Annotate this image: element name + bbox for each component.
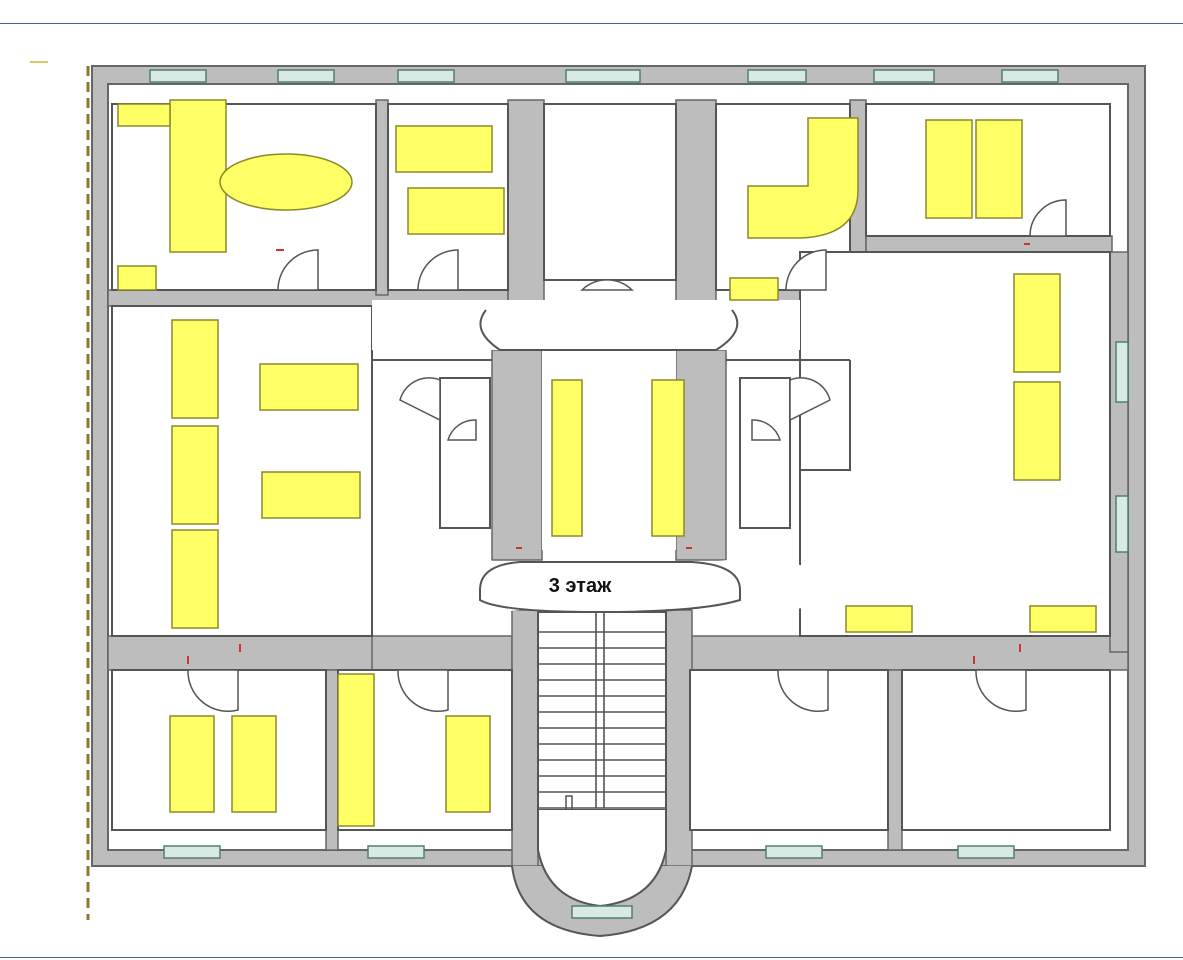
cabinet <box>117 265 157 291</box>
desk <box>171 319 219 419</box>
bottom-rule <box>0 957 1183 958</box>
desk <box>445 715 491 813</box>
desk <box>395 125 493 173</box>
wc-right <box>739 377 791 529</box>
corner-desk <box>747 117 859 239</box>
door-marks <box>187 243 1030 664</box>
interior-walls <box>107 99 1129 867</box>
outer-walls <box>91 65 1146 867</box>
desk <box>1013 381 1061 481</box>
desk <box>171 529 219 629</box>
desk <box>261 471 361 519</box>
room-left-large <box>111 305 373 637</box>
desk <box>925 119 973 219</box>
doors <box>187 199 1067 713</box>
cabinet <box>845 605 913 633</box>
desk <box>975 119 1023 219</box>
cabinet <box>729 277 779 301</box>
cabinet <box>651 379 685 537</box>
staircase <box>511 611 693 938</box>
lobby-outline <box>371 309 851 636</box>
top-rule <box>0 23 1183 24</box>
desk <box>1013 273 1061 373</box>
furniture <box>117 99 1097 827</box>
cabinet <box>1029 605 1097 633</box>
desk <box>259 363 359 411</box>
windows <box>149 69 1129 919</box>
desk <box>231 715 277 813</box>
cabinet <box>117 103 171 127</box>
desk <box>169 99 227 253</box>
desk <box>171 425 219 525</box>
room-top-3 <box>543 103 677 281</box>
desk <box>169 715 215 813</box>
room-right-large <box>799 251 1111 637</box>
cabinet <box>551 379 583 537</box>
wc-left <box>439 377 491 529</box>
desk <box>407 187 505 235</box>
oval-table <box>219 153 353 211</box>
floor-label: 3 этаж <box>549 575 612 597</box>
cabinet <box>337 673 375 827</box>
